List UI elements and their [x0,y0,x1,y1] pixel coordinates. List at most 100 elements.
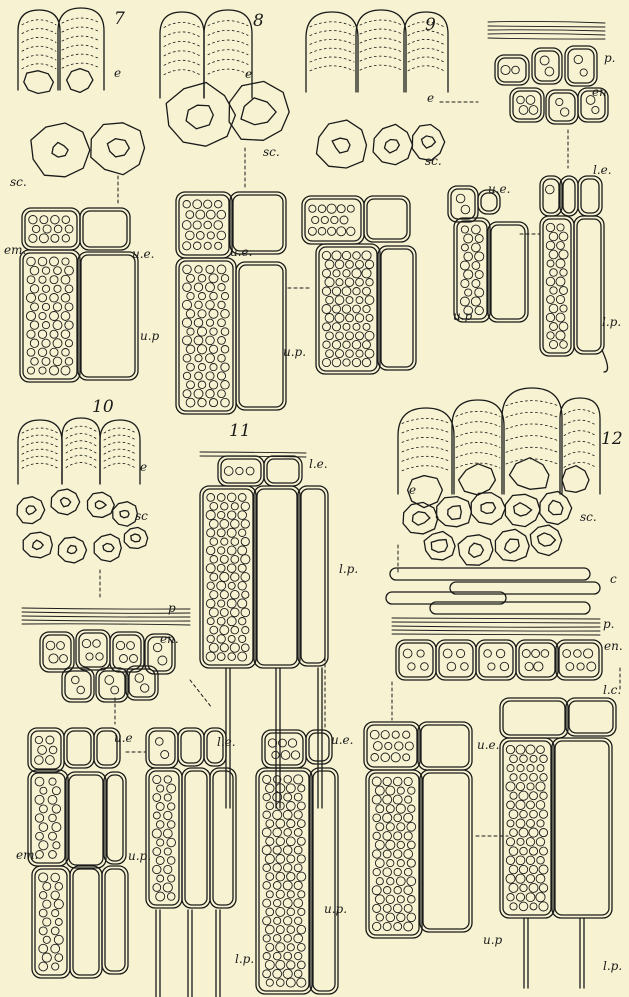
chloroplast [291,751,299,759]
sclerenchyma-cell-lumen [186,105,213,129]
upper-epidermis-cell-inner [67,731,91,765]
wall-striation [22,64,56,69]
chloroplast [421,663,429,671]
wall-striation [62,45,100,50]
chloroplast [530,755,537,762]
lower-epidermis-cell-inner [149,731,175,765]
chloroplast [373,814,381,822]
chloroplast [38,348,46,356]
chloroplast [52,805,60,813]
chloroplast [204,221,212,229]
chloroplast [276,943,285,952]
chloroplast [325,314,334,323]
chloroplast [517,838,524,845]
figure-12-labels: e sc. c p. en. u.e. u.p l.c. l.p. [409,483,623,973]
chloroplast [49,366,58,375]
chloroplast [167,893,175,901]
palisade-cell-inner [73,869,99,975]
chloroplast [206,210,215,219]
chloroplast [283,881,292,890]
chloroplast [164,776,171,783]
fig12-label-epidermis: e [409,483,416,497]
chloroplast [322,269,330,277]
chloroplast [263,953,270,960]
chloroplast [182,221,191,230]
chloroplast [526,893,535,902]
chloroplast [560,305,567,312]
chloroplast [376,805,384,813]
chloroplast [242,644,250,652]
fig8-label-upper-epidermis: u.e. [230,245,252,259]
chloroplast [183,336,192,345]
sclerenchyma-cell-lumen [448,506,462,520]
chloroplast [408,787,415,794]
lower-epidermis-cell-inner [367,199,407,239]
chloroplast [507,765,514,772]
chloroplast [50,312,59,321]
chloroplast [288,739,296,747]
chloroplast [273,882,281,890]
chloroplast [39,944,48,953]
chloroplast [287,908,295,916]
chloroplast [193,242,201,250]
chloroplast [39,823,48,832]
chloroplast [220,644,228,652]
chloroplast [325,260,334,269]
chloroplast [373,742,382,751]
chloroplast [217,372,225,380]
sclerenchyma-cell-lumen [385,140,400,154]
chloroplast [276,837,284,845]
chloroplast [343,341,350,348]
lower-palisade-cell-inner [555,741,609,915]
epidermis-lumen [24,71,54,94]
chloroplast [186,231,195,240]
chloroplast [227,528,236,537]
chloroplast [545,67,554,76]
fig11-label-upper-palisade: u.p. [324,902,347,916]
chloroplast [549,304,558,313]
chloroplast [153,812,160,819]
chloroplast [198,310,206,318]
chloroplast [42,953,51,962]
chloroplast [353,288,360,295]
chloroplast [509,847,518,856]
chloroplast [241,573,250,582]
chloroplast [297,820,305,828]
chloroplast [510,755,518,763]
chloroplast [214,221,223,230]
epidermis-cell [18,420,62,484]
chloroplast [195,372,203,380]
chloroplast [464,252,473,261]
chloroplast [365,349,374,358]
chloroplast [294,881,302,889]
chloroplast [526,875,534,883]
chloroplast [328,227,336,235]
plate-drawings [17,8,620,997]
chloroplast [507,894,514,901]
chloroplast [376,914,383,921]
chloroplast [266,943,274,951]
chloroplast [527,765,534,772]
chloroplast [556,98,563,105]
chloroplast [295,952,302,959]
chloroplast [563,650,571,658]
lower-epidermis-wall [200,452,306,453]
fig11-label-lower-palisade: l.p. [339,562,358,576]
chloroplast [46,736,54,744]
endodermis-cell-inner [513,91,541,119]
endodermis-cell [436,640,476,680]
chloroplast [196,210,205,219]
chloroplast [510,829,518,837]
wall-striation [164,60,200,65]
fig7-label-upper-palisade: u.p [140,329,160,343]
wall-striation [66,463,96,468]
chloroplast [376,878,383,885]
chloroplast [218,354,226,362]
chloroplast [287,820,295,828]
chloroplast [539,884,547,892]
wall-striation [62,27,100,32]
chloroplast [318,205,326,213]
chloroplast [537,765,544,772]
chloroplast [376,823,384,831]
palisade-cell-inner [107,775,123,861]
